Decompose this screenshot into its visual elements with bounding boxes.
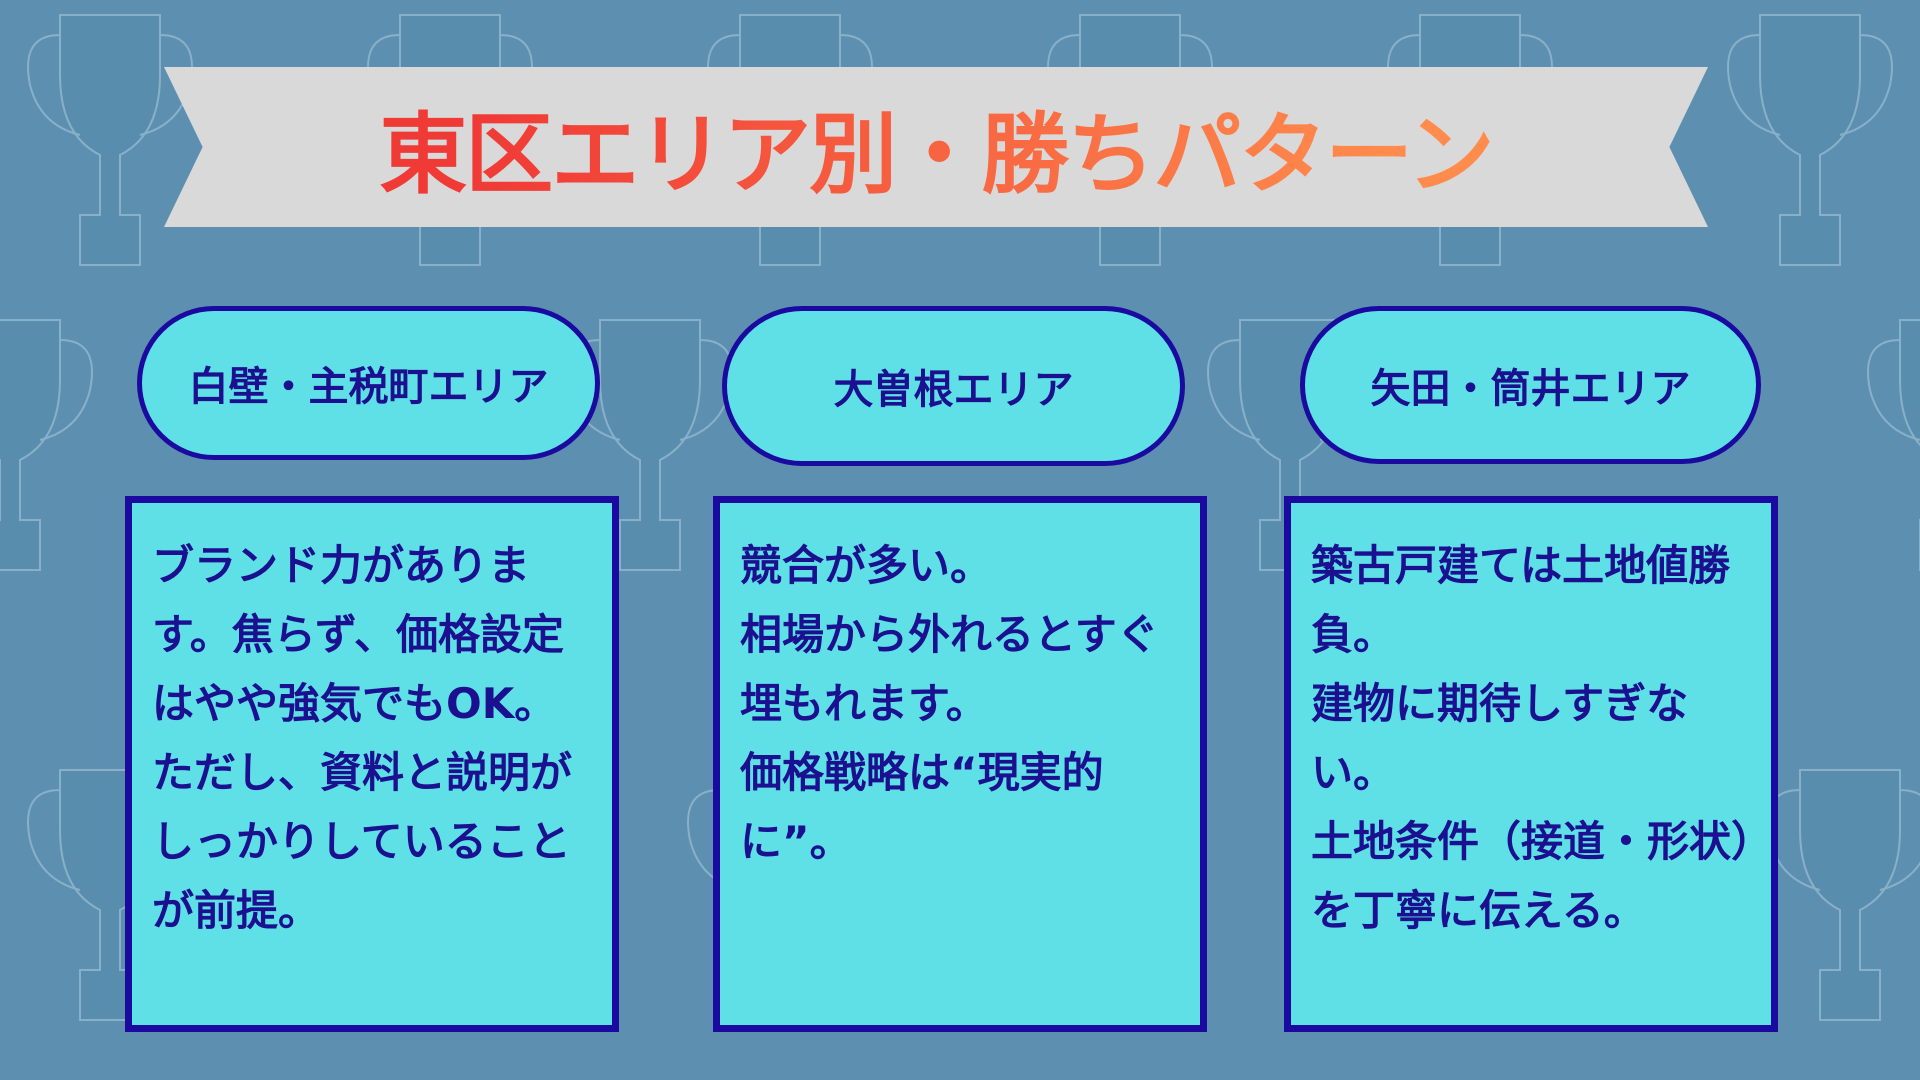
trophy-icon: [0, 319, 93, 571]
trophy-icon: [1867, 319, 1920, 571]
card-text: 価格戦略は“現実的に”。: [740, 748, 1104, 866]
card-text: 土地条件（接道・形状）を丁寧に伝える。: [1311, 817, 1753, 935]
title-banner: [164, 67, 1708, 227]
card-text: ただし、資料と説明がしっかりしていることが前提。: [152, 748, 573, 935]
card-text: 相場から外れるとすぐ埋もれます。: [740, 610, 1159, 728]
card-text: 築古戸建ては土地値勝負。: [1311, 541, 1731, 659]
trophy-icon: [1767, 769, 1920, 1021]
area-card-shirakabe: ブランド力があります。焦らず、価格設定はやや強気でもOK。 ただし、資料と説明が…: [125, 496, 619, 1032]
trophy-icon: [1727, 14, 1893, 266]
page-title: 東区エリア別・勝ちパターン: [164, 67, 1708, 227]
area-label-shirakabe: 白壁・主税町エリア: [137, 306, 600, 460]
area-label-ozone: 大曽根エリア: [722, 306, 1185, 466]
area-card-yada: 築古戸建ては土地値勝負。 建物に期待しすぎない。 土地条件（接道・形状）を丁寧に…: [1284, 496, 1778, 1032]
card-text: 建物に期待しすぎない。: [1311, 679, 1689, 797]
card-text: 競合が多い。: [740, 541, 993, 590]
card-text: ブランド力があります。焦らず、価格設定はやや強気でもOK。: [152, 541, 565, 728]
area-card-ozone: 競合が多い。 相場から外れるとすぐ埋もれます。 価格戦略は“現実的に”。: [713, 496, 1207, 1032]
area-label-yada: 矢田・筒井エリア: [1300, 306, 1761, 464]
